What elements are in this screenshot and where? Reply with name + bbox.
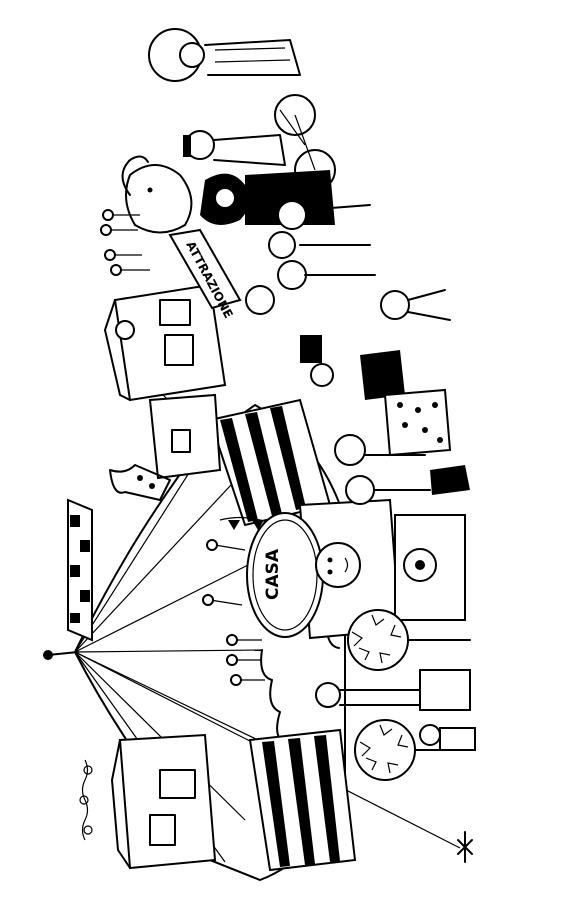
man-with-hat: [183, 130, 286, 166]
caravan-top: [104, 283, 227, 402]
ticket-seller-face: [315, 542, 361, 588]
lamp-row: [100, 209, 150, 276]
caravan-bottom: [111, 733, 217, 870]
lamp-row-bottom: [202, 539, 265, 686]
children-group: [245, 200, 376, 315]
topiary-bush-top: [347, 609, 471, 671]
elephant: [121, 155, 193, 234]
tent-flag: [67, 498, 93, 642]
booth-panel: [394, 514, 466, 621]
top-hat-figure: [300, 335, 334, 387]
polka-dot-lady: [383, 388, 452, 457]
ticket-booth: CASA: [246, 498, 466, 640]
dark-haired-woman: [200, 170, 335, 225]
flower-hat-child: [334, 434, 470, 505]
lady-with-hat: [148, 28, 301, 82]
casa-sign: [246, 512, 324, 638]
man-in-crowd: [360, 289, 451, 400]
giraffe: [109, 464, 171, 501]
crowd: [148, 28, 476, 751]
bottom-crowd: [315, 669, 476, 751]
casa-sign-text: CASA: [263, 548, 283, 600]
caravan-small: [148, 393, 222, 480]
fence-bottom-left: [79, 759, 93, 841]
striped-awning-bottom: [248, 728, 357, 872]
striped-awning-top: [208, 398, 332, 527]
signature-mark: [457, 831, 473, 863]
